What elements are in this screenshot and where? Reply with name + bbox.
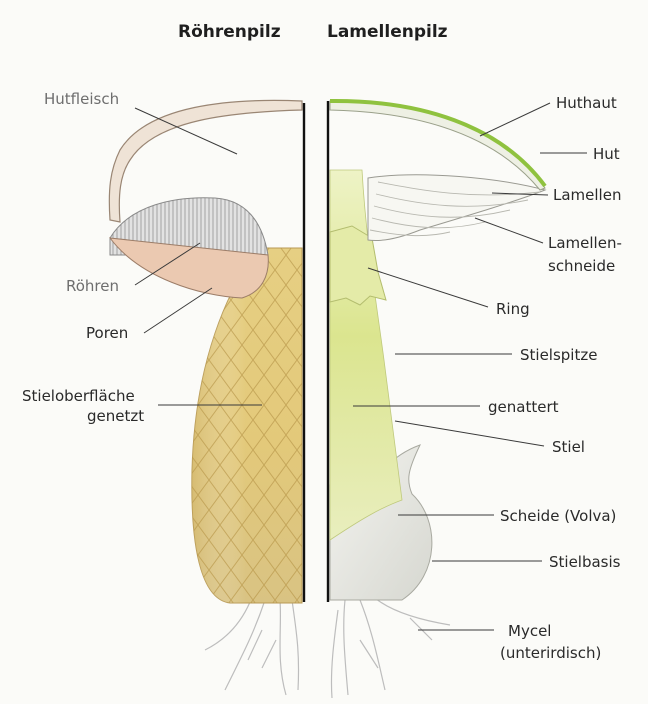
label-lamellenschneide-1: Lamellen- xyxy=(548,234,622,252)
heading-lamellenpilz: Lamellenpilz xyxy=(327,22,448,42)
label-ring: Ring xyxy=(496,300,530,318)
heading-roehrenpilz: Röhrenpilz xyxy=(178,22,281,42)
label-stielbasis: Stielbasis xyxy=(549,553,621,571)
label-hutfleisch: Hutfleisch xyxy=(44,90,119,108)
label-stiel: Stiel xyxy=(552,438,585,456)
label-scheide-volva: Scheide (Volva) xyxy=(500,507,616,525)
label-stielspitze: Stielspitze xyxy=(520,346,597,364)
label-roehren: Röhren xyxy=(66,277,119,295)
label-poren: Poren xyxy=(86,324,128,342)
label-stieloberflaeche: Stieloberfläche xyxy=(22,387,135,405)
label-mycel-2: (unterirdisch) xyxy=(500,644,601,662)
label-genattert: genattert xyxy=(488,398,559,416)
label-genetzt: genetzt xyxy=(87,407,144,425)
label-lamellenschneide-2: schneide xyxy=(548,257,615,275)
label-mycel-1: Mycel xyxy=(508,622,551,640)
label-lamellen: Lamellen xyxy=(553,186,621,204)
label-hut: Hut xyxy=(593,145,620,163)
roehrenpilz-illustration xyxy=(109,100,304,695)
label-huthaut: Huthaut xyxy=(556,94,617,112)
